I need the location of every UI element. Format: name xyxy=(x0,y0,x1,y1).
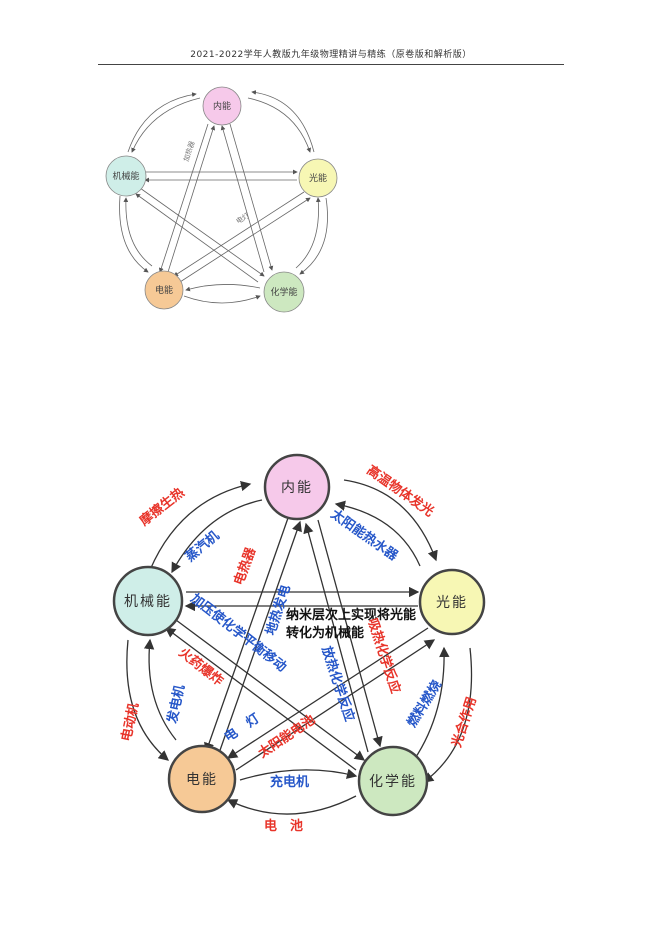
small-label-chemical: 化学能 xyxy=(270,286,297,298)
lg-label-internal: 内能 xyxy=(281,480,313,496)
label-motor: 电动机 xyxy=(118,701,142,742)
label-endothermic: 吸热化学反应 xyxy=(364,616,403,695)
arc-internal-to-light xyxy=(247,97,311,153)
arc-light-to-chemical xyxy=(299,197,328,275)
small-label-heater: 加热器 xyxy=(181,140,196,163)
lg-label-mechanical: 机械能 xyxy=(124,594,172,610)
small-node-electric xyxy=(144,270,184,310)
line-int-to-elec xyxy=(158,123,209,273)
arc-internal-to-mechanical xyxy=(131,97,201,153)
small-node-internal xyxy=(202,86,242,126)
small-label-light: 光能 xyxy=(309,172,327,184)
lg-line-elec-to-int xyxy=(217,520,302,757)
arc-chemical-to-light xyxy=(295,197,321,269)
lg-label-electric: 电能 xyxy=(186,772,218,788)
lg-node-mechanical xyxy=(112,565,184,637)
label-charger: 充电机 xyxy=(270,774,309,790)
lg-line-chem-to-int xyxy=(303,522,369,753)
arc-light-to-internal xyxy=(251,90,315,153)
lg-line-int-to-chem xyxy=(317,519,383,748)
small-node-chemical xyxy=(263,271,305,313)
lg-line-elec-to-light xyxy=(235,639,436,771)
lg-line-light-to-elec xyxy=(226,627,429,759)
lg-arc-mech-to-elec xyxy=(126,639,169,761)
small-label-internal: 内能 xyxy=(213,100,231,112)
lg-line-chem-to-mech xyxy=(164,627,357,771)
small-energy-diagram xyxy=(119,90,328,304)
label-solar-heater: 太阳能热水器 xyxy=(327,506,402,565)
page-header: 2021-2022学年人教版九年级物理精讲与精练（原卷版和解析版） xyxy=(190,50,472,60)
lg-arc-int-to-mech xyxy=(171,499,263,574)
lg-arc-mech-to-int xyxy=(149,480,252,571)
arc-electric-to-mechanical xyxy=(123,197,153,267)
small-label-lamp: 电灯 xyxy=(234,211,251,226)
small-node-mechanical xyxy=(105,155,147,197)
lg-node-light xyxy=(418,568,486,636)
large-energy-diagram xyxy=(126,479,473,815)
label-battery: 电 池 xyxy=(264,818,303,834)
label-generator: 发电机 xyxy=(164,683,188,725)
lg-node-electric xyxy=(167,744,237,814)
label-exothermic: 放热化学反应 xyxy=(318,643,358,723)
lg-label-light: 光能 xyxy=(436,595,468,611)
label-nano-line1: 纳米层次上实现将光能 xyxy=(286,607,416,623)
label-hot-object: 高温物体发光 xyxy=(364,462,437,520)
label-electric-heater: 电热器 xyxy=(231,544,260,587)
lg-arc-light-to-chem xyxy=(422,647,473,783)
lg-arc-chem-to-light xyxy=(413,646,450,761)
line-elec-to-int xyxy=(167,125,216,273)
label-solar-cell: 太阳能电池 xyxy=(254,712,318,762)
small-node-light xyxy=(298,158,338,198)
line-light-to-elec xyxy=(173,191,305,277)
small-diagram-nodes xyxy=(105,86,338,313)
small-label-mechanical: 机械能 xyxy=(112,170,139,182)
line-mech-to-chem xyxy=(139,187,265,277)
large-diagram-node-labels: 内能 机械能 光能 电能 化学能 xyxy=(124,480,468,790)
lg-label-chemical: 化学能 xyxy=(369,774,417,790)
small-diagram-node-labels: 内能 机械能 光能 电能 化学能 加热器 电灯 xyxy=(112,100,327,298)
lg-arc-elec-to-mech xyxy=(143,638,177,741)
large-diagram-nodes xyxy=(112,453,486,817)
label-photosynthesis: 光合作用 xyxy=(448,695,480,750)
label-nano-line2: 转化为机械能 xyxy=(286,625,364,641)
lg-arc-light-to-int xyxy=(334,500,421,567)
lg-line-mech-to-chem xyxy=(175,619,366,761)
arc-electric-to-chemical xyxy=(183,295,261,304)
arc-mechanical-to-electric xyxy=(119,195,149,273)
lg-node-internal xyxy=(263,453,331,521)
line-int-to-chem xyxy=(229,123,274,271)
lg-line-int-to-elec xyxy=(204,517,289,754)
line-chem-to-int xyxy=(220,125,265,273)
lg-arc-chem-to-elec xyxy=(226,795,357,815)
arc-chemical-to-electric xyxy=(185,284,261,292)
arc-mechanical-to-internal xyxy=(127,92,197,153)
lg-arc-elec-to-chem xyxy=(239,768,358,781)
line-elec-to-light xyxy=(179,197,311,283)
lg-arc-int-to-light xyxy=(343,479,438,562)
small-label-electric: 电能 xyxy=(155,284,173,296)
lg-node-chemical xyxy=(357,745,429,817)
header-rule xyxy=(98,64,564,65)
line-chem-to-mech xyxy=(135,193,259,283)
